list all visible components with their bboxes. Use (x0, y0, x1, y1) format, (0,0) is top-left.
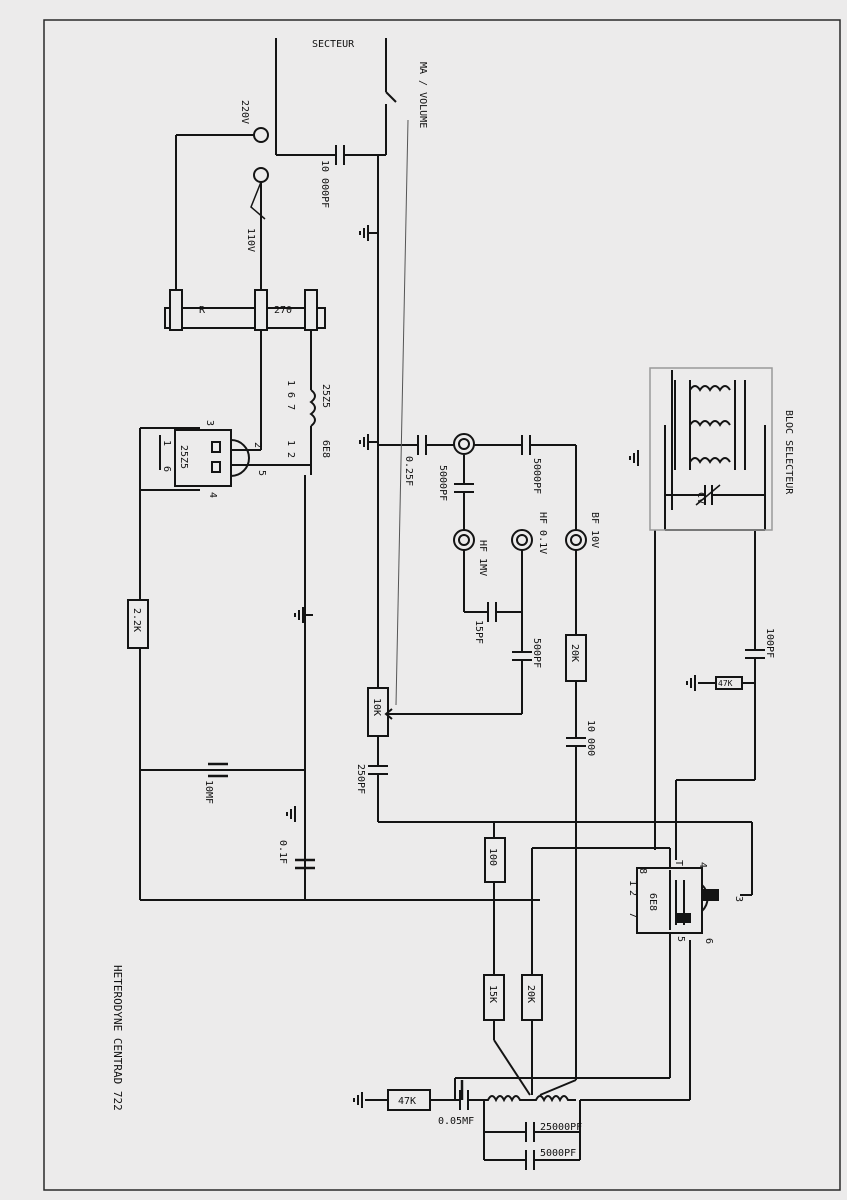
cap-500pf-label: 500PF (531, 638, 542, 668)
ground-symbols (286, 225, 696, 1108)
rect-pin-6: 6 (161, 466, 172, 472)
resistor-47k-top-body (715, 676, 743, 690)
tap-110-label: 110V (245, 228, 256, 252)
cap-15pf-label: 15PF (473, 620, 484, 644)
osc-pin-7: 7 (627, 912, 638, 918)
pot-10k-label: 10K (371, 698, 382, 716)
heater-pins-25z5: 1 6 7 (285, 380, 296, 410)
rect-pin-4: 4 (207, 492, 218, 498)
resistor-2k2-body (127, 599, 149, 649)
cap-mains-label: 10 000PF (319, 160, 330, 208)
tap-220-label: 220V (239, 100, 250, 124)
osc-pin-2: 2 (627, 890, 638, 896)
osc-pin-6: 6 (703, 938, 714, 944)
cv-trimmer-arrow (695, 484, 721, 506)
tube-6e8-label: 6E8 (320, 440, 331, 458)
cap-25000pf-label: 25000PF (540, 1122, 582, 1133)
volume-link (395, 119, 409, 706)
resistor-15k-body (483, 974, 505, 1021)
osc-tube-label: 6E8 (647, 893, 658, 911)
osc-pin-T: T (673, 860, 684, 866)
osc-pin-4: 4 (697, 862, 708, 868)
osc-tube-elements (669, 870, 719, 930)
res-2k2-label: 2.2K (131, 608, 142, 632)
rect-pin-2: 2 (252, 442, 263, 448)
rect-tube-label: 25Z5 (178, 445, 189, 469)
resistor-20k-bottom-body (521, 974, 543, 1021)
cv-label: CV (695, 492, 706, 504)
pot-wiper-arrow (384, 708, 396, 720)
osc-pin-3: 3 (733, 896, 744, 902)
rect-pin-5: 5 (256, 470, 267, 476)
res-20k-bottom-label: 20K (525, 985, 536, 1003)
res-100-label: 100 (487, 848, 498, 866)
resistor-100-body (484, 837, 506, 883)
tube-25z5-label: 25Z5 (320, 384, 331, 408)
bloc-selecteur-label: BLOC SELECTEUR (783, 410, 794, 495)
fuse-link (250, 181, 266, 220)
resistor-47k-bottom-body (387, 1089, 431, 1111)
cap-250pf-label: 250PF (355, 764, 366, 794)
cap-10mf-label: 10MF (203, 780, 214, 804)
rect-pin-3: 3 (204, 420, 215, 426)
res-20k-top-label: 20K (569, 644, 580, 662)
cap-5000pf-b-label: 5000PF (531, 458, 542, 494)
rectifier-tube-elements (159, 435, 250, 477)
cap-5000pf-c-label: 5000PF (540, 1148, 576, 1159)
drawing-title: HETERODYNE CENTRAD 722 (111, 965, 124, 1111)
jack-hf-01v-label: HF 0.1V (537, 512, 548, 554)
cap-01f-label: 0.1F (277, 840, 288, 864)
jack-bf-10v-label: BF 10V (589, 512, 600, 548)
osc-pin-1: 1 (627, 880, 638, 886)
drawing-frame (43, 19, 841, 1191)
switch-label: MA / VOLUME (417, 62, 428, 128)
res-15k-label: 15K (487, 985, 498, 1003)
mains-label: SECTEUR (312, 39, 355, 50)
electrolytic-caps (208, 762, 464, 1100)
resistor-r-bar (164, 307, 326, 329)
res-47k-bottom-label: 47K (398, 1096, 416, 1107)
cap-025f-label: 0.25F (403, 456, 414, 486)
rect-pin-1: 1 (161, 440, 172, 446)
osc-pin-5: 5 (675, 936, 686, 942)
cap-10000-label: 10 000 (585, 720, 596, 756)
jacks (253, 127, 587, 551)
cap-005mf-label: 0.05MF (438, 1116, 474, 1127)
res-47k-top-label: 47K (718, 679, 733, 688)
cap-5000pf-a-label: 5000PF (437, 465, 448, 501)
resistor-270-label: 270 (274, 305, 292, 316)
jack-hf-1mv-label: HF 1MV (477, 540, 488, 576)
resistor-bodies (127, 289, 773, 1111)
heater-pins-6e8: 1 2 (285, 440, 296, 458)
wiring (139, 38, 766, 1170)
osc-pin-8: 8 (637, 868, 648, 874)
labels: SECTEUR MA / VOLUME 220V 110V 10 000PF R… (111, 39, 794, 1159)
resistor-r-label: R (199, 305, 206, 316)
cap-100pf-label: 100PF (764, 628, 775, 658)
resistor-20k-top-body (565, 634, 587, 682)
bloc-selecteur-box (649, 367, 773, 531)
rectifier-tube-body (174, 429, 232, 487)
